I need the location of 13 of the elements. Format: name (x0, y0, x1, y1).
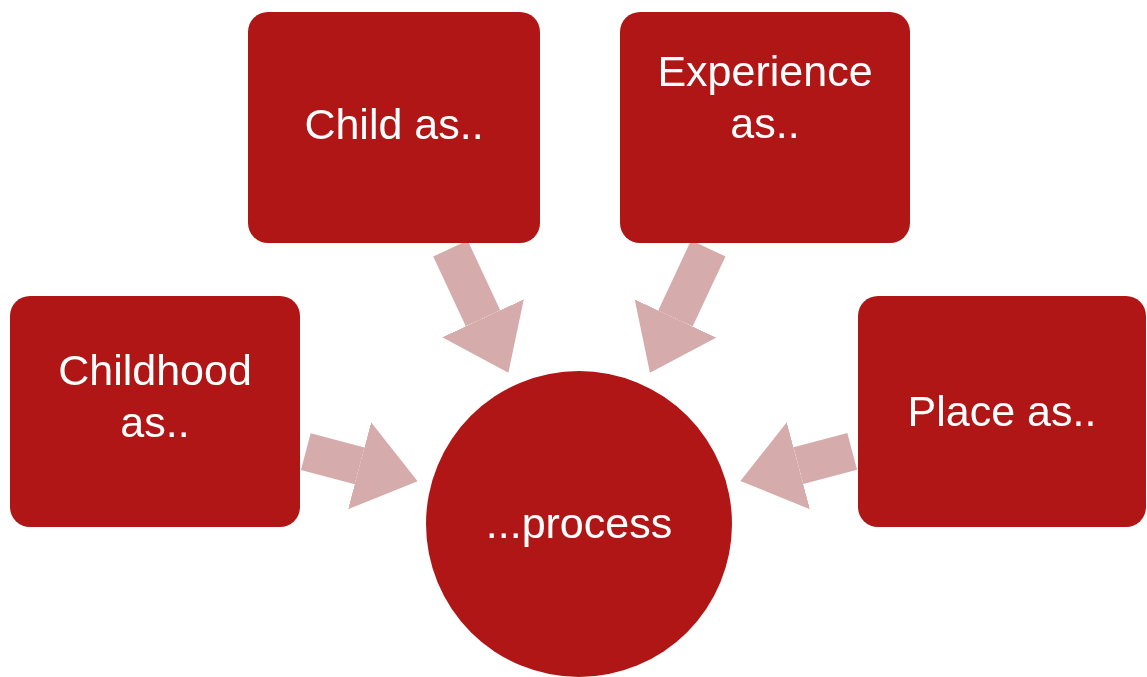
block-arrow (300, 422, 418, 510)
block-arrow (433, 240, 524, 373)
concept-box (248, 12, 540, 243)
concept-box (10, 296, 300, 527)
node-label: ...process (485, 498, 673, 550)
node-label: Experience as.. (656, 45, 874, 149)
concept-box (858, 296, 1146, 527)
block-arrow (634, 240, 726, 373)
concept-box (620, 12, 910, 243)
block-arrow (740, 422, 858, 510)
node-label: Place as.. (907, 385, 1097, 437)
node-label: Child as.. (304, 98, 484, 150)
node-label: Childhood as.. (57, 344, 253, 448)
